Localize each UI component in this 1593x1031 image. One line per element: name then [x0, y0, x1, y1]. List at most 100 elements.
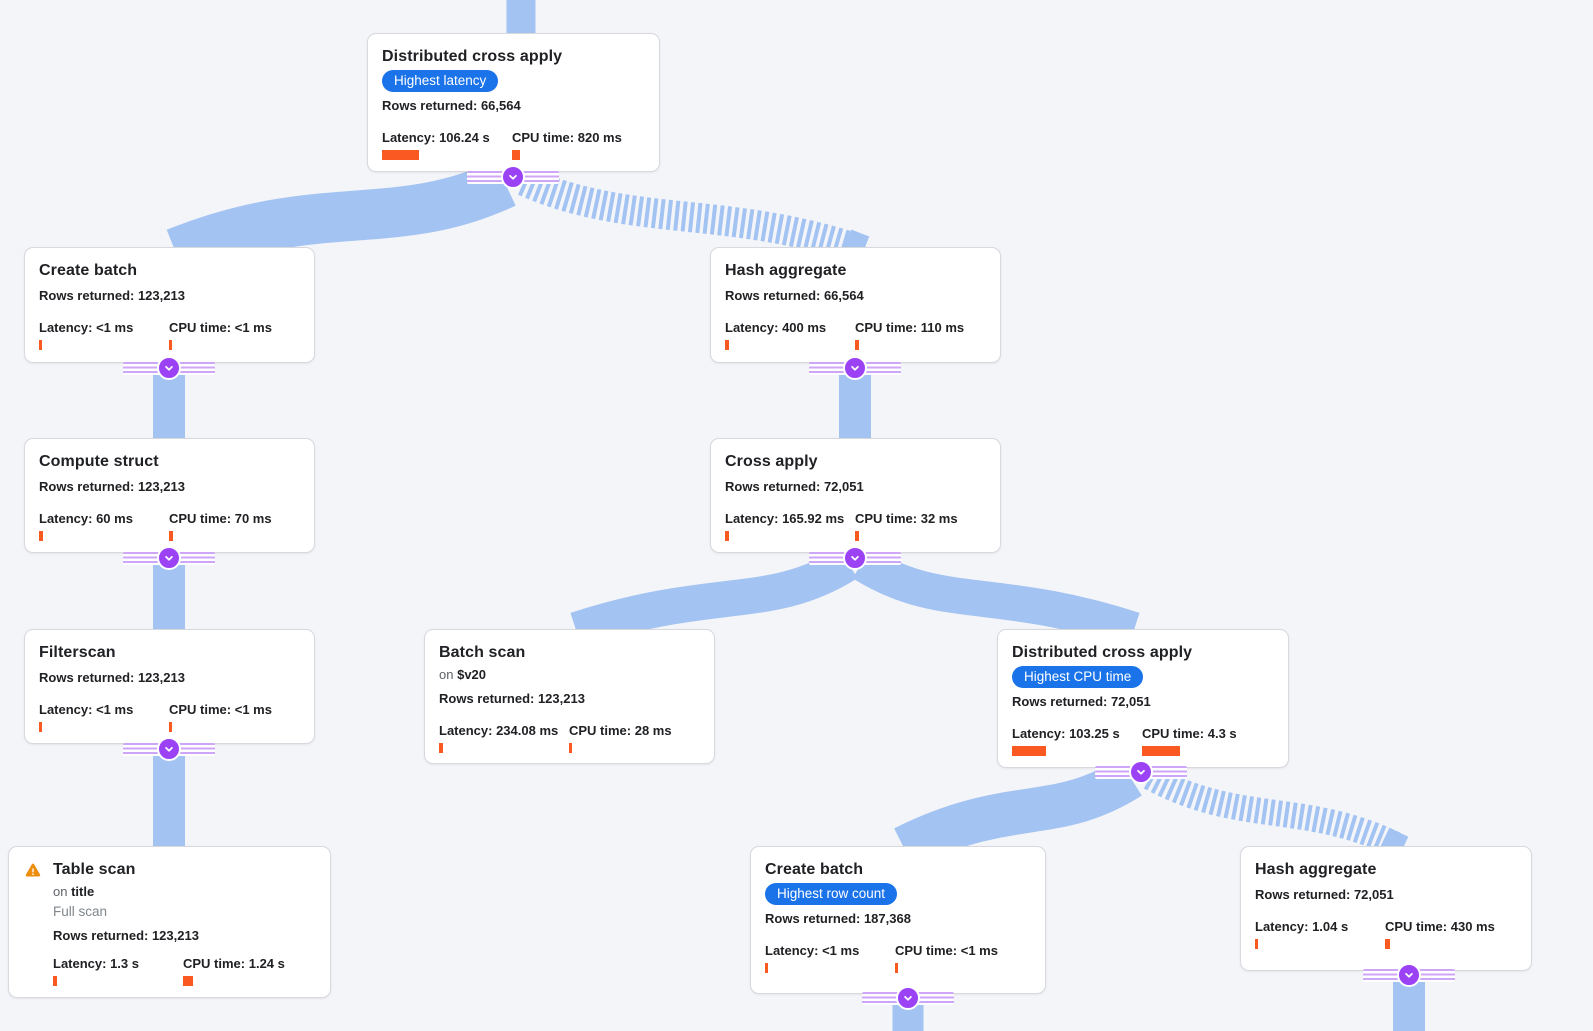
- highest-cpu-time-badge: Highest CPU time: [1012, 666, 1144, 688]
- edge-cross-apply-to-batch-scan: [570, 547, 858, 648]
- latency-bar: [1012, 746, 1046, 756]
- node-title: Filterscan: [39, 644, 116, 661]
- plan-node-create-batch-2[interactable]: Create batch Highest row count Rows retu…: [750, 846, 1046, 994]
- latency-bar: [1255, 939, 1258, 949]
- plan-node-create-batch-1[interactable]: Create batch Rows returned: 123,213 Late…: [24, 247, 315, 363]
- cpu-time-label: CPU time: 110 ms: [855, 320, 965, 335]
- cpu-time-bar: [169, 722, 172, 732]
- rows-returned: Rows returned: 66,564: [382, 98, 521, 113]
- cpu-time-label: CPU time: 4.3 s: [1142, 726, 1237, 741]
- cpu-time-label: CPU time: <1 ms: [169, 320, 272, 335]
- plan-node-compute-struct[interactable]: Compute struct Rows returned: 123,213 La…: [24, 438, 315, 553]
- cpu-time-label: CPU time: 70 ms: [169, 511, 272, 526]
- cpu-time-bar: [183, 976, 193, 986]
- latency-label: Latency: 1.3 s: [53, 956, 139, 971]
- node-title: Create batch: [765, 861, 864, 878]
- latency-label: Latency: 1.04 s: [1255, 919, 1349, 934]
- cpu-time-label: CPU time: 430 ms: [1385, 919, 1495, 934]
- plan-node-table-scan[interactable]: Table scan on title Full scan Rows retur…: [8, 846, 331, 998]
- edge-to-hash-aggregate-2-striped: [1143, 765, 1404, 858]
- chevron-down-icon: [843, 546, 867, 570]
- latency-bar: [39, 722, 42, 732]
- cpu-time-label: CPU time: 32 ms: [855, 511, 958, 526]
- node-title: Table scan: [53, 861, 136, 878]
- latency-label: Latency: 106.24 s: [382, 130, 490, 145]
- highest-row-count-badge: Highest row count: [765, 883, 898, 905]
- node-title: Compute struct: [39, 453, 159, 470]
- rows-returned: Rows returned: 123,213: [53, 928, 199, 943]
- plan-node-batch-scan[interactable]: Batch scan on $v20 Rows returned: 123,21…: [424, 629, 715, 764]
- cpu-time-bar: [1142, 746, 1180, 756]
- rows-returned: Rows returned: 72,051: [1255, 887, 1394, 902]
- latency-bar: [439, 743, 443, 753]
- cpu-time-label: CPU time: <1 ms: [895, 943, 998, 958]
- scan-target: $v20: [457, 667, 487, 682]
- latency-label: Latency: 234.08 ms: [439, 723, 559, 738]
- latency-label: Latency: 103.25 s: [1012, 726, 1120, 741]
- latency-label: Latency: <1 ms: [765, 943, 860, 958]
- cpu-time-bar: [1385, 939, 1390, 949]
- latency-label: Latency: 165.92 ms: [725, 511, 845, 526]
- rows-returned: Rows returned: 123,213: [439, 691, 585, 706]
- edge-cross-apply-to-distributed-cross-apply-2: [852, 547, 1140, 648]
- cpu-time-label: CPU time: <1 ms: [169, 702, 272, 717]
- cpu-time-label: CPU time: 1.24 s: [183, 956, 285, 971]
- node-title: Hash aggregate: [1255, 861, 1377, 878]
- latency-label: Latency: <1 ms: [39, 320, 134, 335]
- cpu-time-bar: [855, 340, 859, 350]
- chevron-down-icon: [501, 165, 525, 189]
- node-title: Create batch: [39, 262, 138, 279]
- chevron-down-icon: [843, 356, 867, 380]
- chevron-down-icon: [157, 737, 181, 761]
- warning-icon: [23, 859, 43, 986]
- cpu-time-label: CPU time: 820 ms: [512, 130, 622, 145]
- latency-bar: [39, 531, 43, 541]
- chevron-down-icon: [1129, 760, 1153, 784]
- node-title: Distributed cross apply: [1012, 644, 1193, 661]
- scan-on-prefix: on: [439, 667, 454, 682]
- rows-returned: Rows returned: 72,051: [725, 479, 864, 494]
- scan-on-prefix: on: [53, 884, 68, 899]
- chevron-down-icon: [157, 546, 181, 570]
- node-title: Cross apply: [725, 453, 818, 470]
- cpu-time-bar: [512, 150, 520, 160]
- latency-bar: [765, 963, 768, 973]
- node-title: Distributed cross apply: [382, 48, 563, 65]
- rows-returned: Rows returned: 123,213: [39, 479, 185, 494]
- rows-returned: Rows returned: 123,213: [39, 670, 185, 685]
- plan-node-filterscan[interactable]: Filterscan Rows returned: 123,213 Latenc…: [24, 629, 315, 744]
- chevron-down-icon: [157, 356, 181, 380]
- plan-node-cross-apply[interactable]: Cross apply Rows returned: 72,051 Latenc…: [710, 438, 1001, 553]
- cpu-time-bar: [895, 963, 898, 973]
- latency-label: Latency: 60 ms: [39, 511, 133, 526]
- latency-bar: [39, 340, 42, 350]
- scan-target-line: on $v20: [439, 666, 700, 684]
- edge-to-hash-aggregate-1-striped: [517, 167, 863, 264]
- cpu-time-bar: [169, 531, 173, 541]
- scan-note: Full scan: [53, 904, 108, 919]
- latency-bar: [53, 976, 57, 986]
- plan-node-hash-aggregate-1[interactable]: Hash aggregate Rows returned: 66,564 Lat…: [710, 247, 1001, 363]
- latency-bar: [725, 340, 729, 350]
- cpu-time-bar: [569, 743, 572, 753]
- cpu-time-bar: [169, 340, 172, 350]
- node-title: Hash aggregate: [725, 262, 847, 279]
- plan-node-distributed-cross-apply-1[interactable]: Distributed cross apply Highest latency …: [367, 33, 660, 172]
- latency-label: Latency: <1 ms: [39, 702, 134, 717]
- edge-to-create-batch-2: [894, 758, 1142, 868]
- rows-returned: Rows returned: 72,051: [1012, 694, 1151, 709]
- highest-latency-badge: Highest latency: [382, 70, 499, 92]
- rows-returned: Rows returned: 66,564: [725, 288, 864, 303]
- plan-node-hash-aggregate-2[interactable]: Hash aggregate Rows returned: 72,051 Lat…: [1240, 846, 1532, 971]
- cpu-time-bar: [855, 531, 859, 541]
- chevron-down-icon: [1397, 963, 1421, 987]
- latency-bar: [725, 531, 729, 541]
- latency-label: Latency: 400 ms: [725, 320, 827, 335]
- plan-node-distributed-cross-apply-2[interactable]: Distributed cross apply Highest CPU time…: [997, 629, 1289, 768]
- chevron-down-icon: [896, 986, 920, 1010]
- cpu-time-label: CPU time: 28 ms: [569, 723, 672, 738]
- edge-to-create-batch-1: [166, 160, 516, 277]
- node-title: Batch scan: [439, 644, 526, 661]
